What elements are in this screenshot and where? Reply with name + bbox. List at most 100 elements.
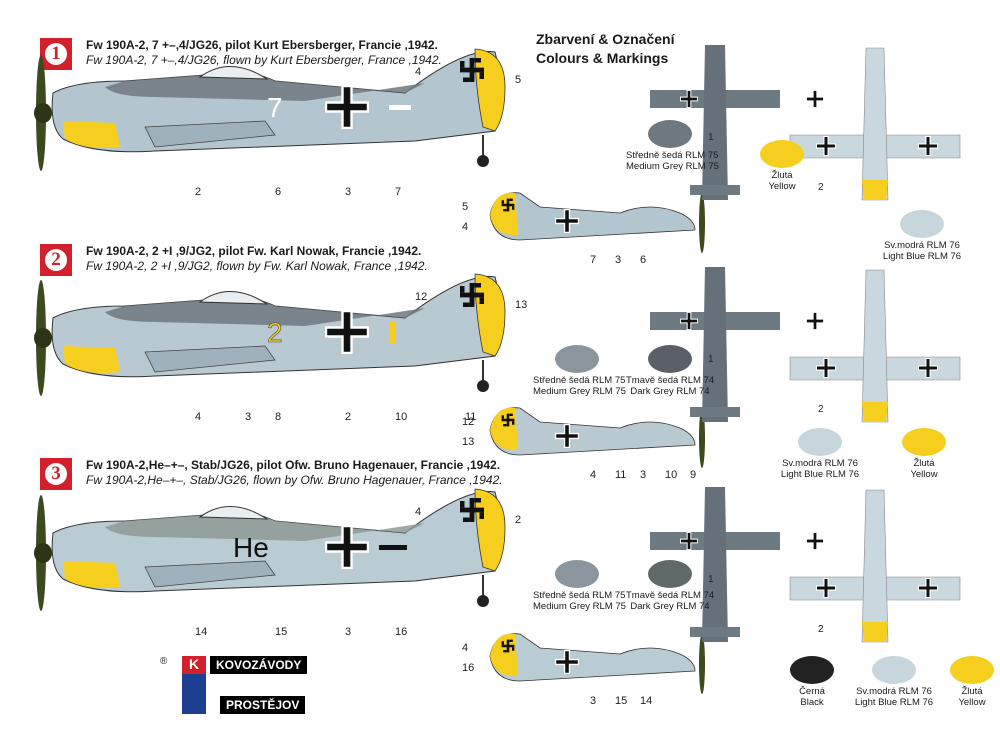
scheme-badge: 1 [40, 38, 72, 70]
caption-english: Fw 190A-2, 2 +I ,9/JG2, flown by Fw. Kar… [86, 259, 428, 273]
callout-number: 7 [395, 186, 401, 198]
callout-number: 16 [462, 662, 474, 674]
registered-mark: ® [160, 656, 168, 667]
scheme-number: 1 [45, 43, 67, 65]
swatch-label-czech: Žlutá [771, 170, 793, 181]
swatch-label-czech: Tmavě šedá RLM 74 [626, 590, 715, 601]
colour-swatch [950, 656, 994, 684]
callout-number: 3 [640, 469, 646, 481]
fuselage-code: 7 [267, 92, 283, 123]
callout-number: 4 [415, 506, 421, 518]
bottom-view: 2 [789, 47, 961, 201]
callout-number: 1 [708, 132, 714, 143]
swatch-label-english: Yellow [768, 181, 796, 192]
callout-number: 2 [818, 182, 824, 193]
colour-swatch [900, 210, 944, 238]
fuselage-code: 2 [267, 317, 283, 348]
callout-number: 14 [640, 695, 652, 707]
callout-number: 4 [415, 66, 421, 78]
callout-number: 3 [345, 186, 351, 198]
swatch-label-czech: Tmavě šedá RLM 74 [626, 375, 715, 386]
callout-number: 3 [590, 695, 596, 707]
colour-swatch [648, 560, 692, 588]
callout-number: 2 [818, 404, 824, 415]
colour-swatch [902, 428, 946, 456]
logo-letter: K [182, 656, 206, 674]
callout-number: 5 [515, 74, 521, 86]
callout-number: 8 [275, 411, 281, 423]
caption-czech: Fw 190A-2, 7 +–,4/JG26, pilot Kurt Ebers… [86, 38, 438, 52]
callout-number: 3 [345, 626, 351, 638]
page-title: Zbarvení & Označení Colours & Markings [536, 30, 674, 68]
caption-czech: Fw 190A-2,He–+–, Stab/JG26, pilot Ofw. B… [86, 458, 501, 472]
bottom-view: 2 [789, 489, 961, 643]
callout-number: 6 [640, 254, 646, 266]
logo-line2: PROSTĚJOV [220, 696, 306, 714]
callout-number: 4 [195, 411, 201, 423]
swatch-label-czech: Středně šedá RLM 75 [533, 590, 626, 601]
swatch-label-english: Dark Grey RLM 74 [630, 386, 710, 397]
colour-swatch [555, 345, 599, 373]
callout-number: 2 [195, 186, 201, 198]
top-view: 1 [650, 45, 824, 200]
callout-number: 4 [590, 469, 596, 481]
scheme-badge: 2 [40, 244, 72, 276]
callout-number: 15 [615, 695, 627, 707]
callout-number: 16 [395, 626, 407, 638]
callout-number: 3 [245, 411, 251, 423]
colour-swatch [790, 656, 834, 684]
swatch-label-english: Dark Grey RLM 74 [630, 601, 710, 612]
title-czech: Zbarvení & Označení [536, 31, 675, 47]
logo-line1: KOVOZÁVODY [210, 656, 308, 674]
callout-number: 10 [395, 411, 407, 423]
swatch-label-czech: Žlutá [961, 686, 983, 697]
callout-number: 10 [665, 469, 677, 481]
top-view: 1 [650, 487, 824, 642]
callout-number: 4 [462, 642, 468, 654]
small-side-profile: 4 16 3 15 14 [462, 633, 705, 707]
callout-number: 12 [462, 416, 474, 428]
callout-number: 7 [590, 254, 596, 266]
bottom-view: 2 [789, 269, 961, 423]
swatch-label-english: Medium Grey RLM 75 [626, 161, 719, 172]
callout-number: 2 [818, 624, 824, 635]
callout-number: 13 [462, 436, 474, 448]
callout-number: 4 [462, 221, 468, 233]
callout-number: 11 [465, 411, 476, 423]
swatch-label-czech: Žlutá [913, 458, 935, 469]
swatch-label-english: Medium Grey RLM 75 [533, 601, 626, 612]
swatch-label-czech: Sv.modrá RLM 76 [782, 458, 858, 469]
colour-swatch [798, 428, 842, 456]
callout-number: 1 [708, 354, 714, 365]
colour-swatch [872, 656, 916, 684]
callout-number: 2 [515, 514, 521, 526]
swatch-label-czech: Černá [799, 686, 825, 697]
callout-number: 9 [690, 469, 696, 481]
caption-english: Fw 190A-2,He–+–, Stab/JG26, flown by Ofw… [86, 473, 503, 487]
swatch-label-czech: Středně šedá RLM 75 [626, 150, 719, 161]
swatch-label-czech: Středně šedá RLM 75 [533, 375, 626, 386]
swatch-label-english: Light Blue RLM 76 [882, 251, 962, 262]
caption-english: Fw 190A-2, 7 +–,4/JG26, flown by Kurt Eb… [86, 53, 442, 67]
swatch-label-english: Light Blue RLM 76 [854, 697, 934, 708]
callout-number: 1 [708, 574, 714, 585]
colour-swatch [555, 560, 599, 588]
callout-number: 5 [462, 201, 468, 213]
callout-number: 15 [275, 626, 287, 638]
swatch-label-czech: Sv.modrá RLM 76 [884, 240, 960, 251]
callout-number: 2 [345, 411, 351, 423]
scheme-badge: 3 [40, 458, 72, 490]
swatch-label-english: Black [800, 697, 824, 708]
